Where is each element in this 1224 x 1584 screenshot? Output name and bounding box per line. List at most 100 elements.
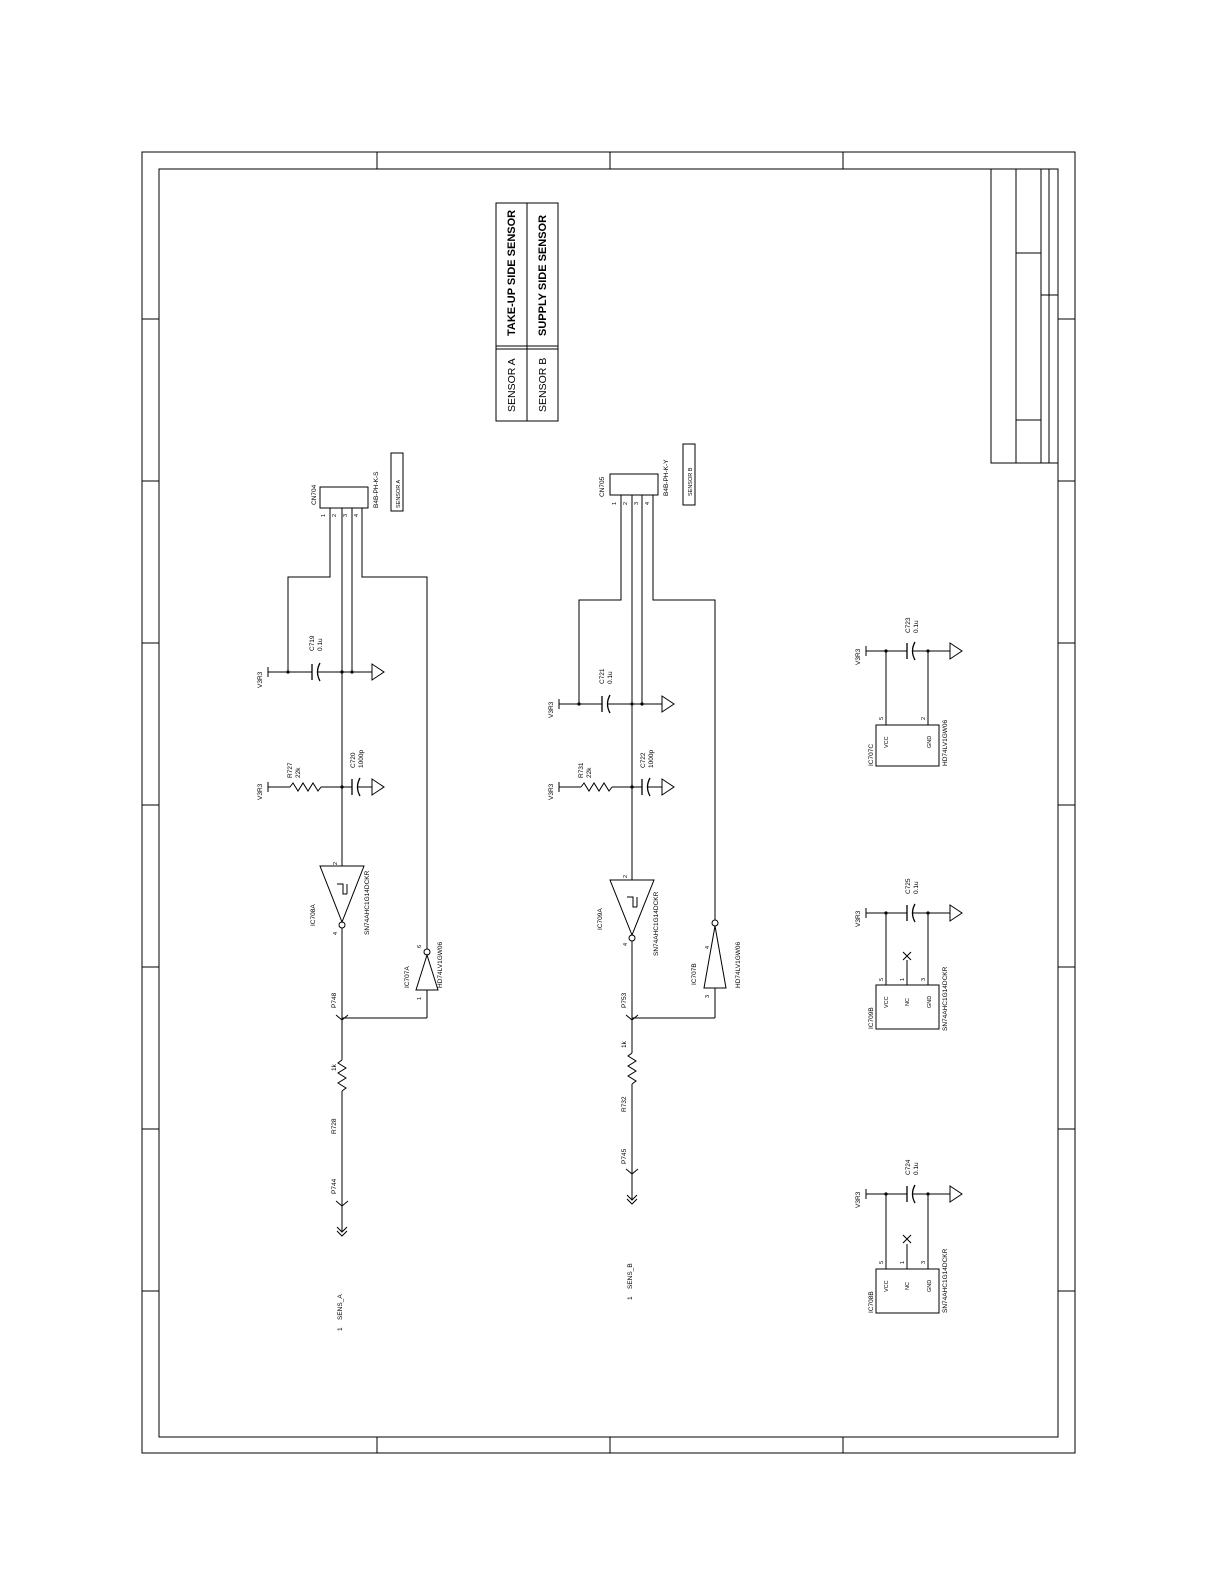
resistor-r732 (627, 1052, 637, 1085)
sensor-a-circuit: CN704 B4B-PH-K-S SENSOR A 1 2 3 4 V3R3 C… (257, 452, 444, 1331)
sensor-a-tag-box (390, 452, 404, 512)
svg-text:V3R3: V3R3 (855, 1191, 862, 1208)
svg-text:1k: 1k (621, 1040, 628, 1048)
svg-text:R727: R727 (287, 762, 294, 778)
test-point-icon (335, 1014, 349, 1021)
drawing-frame (141, 151, 1076, 1454)
svg-text:V3R3: V3R3 (855, 648, 862, 665)
svg-text:R732: R732 (621, 1096, 628, 1112)
svg-text:2: 2 (332, 514, 338, 517)
svg-text:C720: C720 (350, 752, 357, 768)
svg-text:R731: R731 (578, 762, 585, 778)
svg-text:C723: C723 (905, 617, 912, 633)
ground-icon (371, 663, 385, 681)
ic-ic707c (875, 724, 940, 767)
svg-text:4: 4 (645, 502, 651, 505)
sensor-b-circuit: CN705 B4B-PH-K-Y SENSOR B 1 2 3 4 V3R3 C… (548, 443, 742, 1300)
svg-text:4: 4 (354, 514, 360, 517)
svg-text:HD74LV1GW06: HD74LV1GW06 (942, 719, 949, 766)
svg-text:2: 2 (921, 717, 927, 720)
svg-text:4: 4 (623, 943, 629, 946)
no-connect-icon (902, 951, 912, 961)
ground-icon (371, 778, 385, 796)
svg-text:IC708A: IC708A (310, 904, 317, 926)
sensor-b-tag-box (682, 443, 696, 506)
svg-text:C721: C721 (599, 668, 606, 684)
test-point-icon (625, 1014, 639, 1021)
ground-icon (661, 695, 675, 713)
svg-text:V3R3: V3R3 (855, 910, 862, 927)
svg-text:SN74AHC1G14DCKR: SN74AHC1G14DCKR (942, 966, 949, 1031)
svg-text:B4B-PH-K-Y: B4B-PH-K-Y (663, 459, 670, 496)
off-page-connector-icon (336, 1226, 348, 1237)
svg-text:1: 1 (627, 1296, 634, 1300)
svg-text:22k: 22k (295, 767, 302, 778)
svg-text:C722: C722 (640, 752, 647, 768)
legend-key-b: SENSOR B (537, 358, 549, 412)
svg-text:0.1u: 0.1u (913, 1162, 920, 1175)
svg-text:2: 2 (623, 502, 629, 505)
svg-text:0.1u: 0.1u (317, 638, 324, 651)
svg-text:VCC: VCC (884, 996, 890, 1008)
legend-value-b: SUPPLY SIDE SENSOR (537, 215, 549, 336)
svg-text:1k: 1k (331, 1063, 338, 1071)
svg-text:VCC: VCC (884, 1280, 890, 1292)
svg-text:SENSOR B: SENSOR B (688, 467, 694, 496)
power-block-ic707c: V3R3 C723 0.1u 5 2 VCC GND IC707C HD74LV… (855, 617, 963, 767)
legend-key-a: SENSOR A (506, 358, 518, 412)
svg-text:P748: P748 (331, 992, 338, 1008)
svg-text:V3R3: V3R3 (548, 783, 555, 800)
svg-text:HD74LV1GW06: HD74LV1GW06 (735, 941, 742, 988)
svg-text:3: 3 (921, 978, 927, 981)
svg-text:V3R3: V3R3 (257, 783, 264, 800)
svg-text:SN74AHC1G14DCKR: SN74AHC1G14DCKR (653, 891, 660, 956)
test-point-icon (625, 1168, 639, 1175)
svg-text:V3R3: V3R3 (257, 671, 264, 688)
svg-text:B4B-PH-K-S: B4B-PH-K-S (373, 471, 380, 508)
ic-ic709b (875, 984, 940, 1030)
svg-text:22k: 22k (586, 767, 593, 778)
svg-text:3: 3 (921, 1261, 927, 1264)
svg-text:V3R3: V3R3 (548, 701, 555, 718)
resistor-r727 (289, 782, 322, 792)
svg-text:1000p: 1000p (358, 750, 365, 768)
schmitt-trigger-ic709a (609, 879, 655, 937)
svg-text:C724: C724 (905, 1159, 912, 1175)
svg-text:1: 1 (321, 514, 327, 517)
svg-text:IC707A: IC707A (404, 966, 411, 988)
ground-icon (949, 904, 963, 922)
svg-text:CN704: CN704 (311, 484, 318, 505)
connector-cn705 (609, 473, 659, 496)
svg-text:C725: C725 (905, 878, 912, 894)
ic-ic708b (875, 1268, 940, 1314)
svg-text:1: 1 (900, 978, 906, 981)
power-block-ic708b: V3R3 C724 0.1u 5 1 3 VCC NC GND IC708B S… (855, 1159, 963, 1314)
svg-text:0.1u: 0.1u (607, 671, 614, 684)
svg-text:2: 2 (623, 875, 629, 878)
svg-text:6: 6 (417, 945, 423, 948)
svg-text:0.1u: 0.1u (913, 881, 920, 894)
svg-text:3: 3 (634, 502, 640, 505)
svg-text:NC: NC (905, 1282, 911, 1290)
svg-text:NC: NC (905, 998, 911, 1006)
resistor-r731 (580, 782, 613, 792)
hysteresis-icon (627, 896, 638, 908)
svg-text:1: 1 (612, 502, 618, 505)
off-page-connector-icon (626, 1194, 638, 1205)
svg-text:IC709A: IC709A (597, 908, 604, 930)
svg-text:R728: R728 (331, 1118, 338, 1134)
svg-text:CN705: CN705 (599, 476, 606, 497)
hysteresis-icon (337, 883, 348, 895)
svg-text:5: 5 (879, 978, 885, 981)
svg-text:C719: C719 (309, 635, 316, 651)
svg-text:GND: GND (927, 996, 933, 1008)
inverter-ic707b (703, 925, 727, 989)
inverter-ic707a (415, 953, 439, 991)
svg-text:1: 1 (417, 997, 423, 1000)
svg-text:SENS_A: SENS_A (337, 1294, 344, 1320)
svg-text:P745: P745 (621, 1148, 628, 1164)
ground-icon (661, 778, 675, 796)
legend-table: SENSOR A SENSOR B TAKE-UP SIDE SENSOR SU… (495, 202, 559, 422)
svg-text:1: 1 (337, 1327, 344, 1331)
